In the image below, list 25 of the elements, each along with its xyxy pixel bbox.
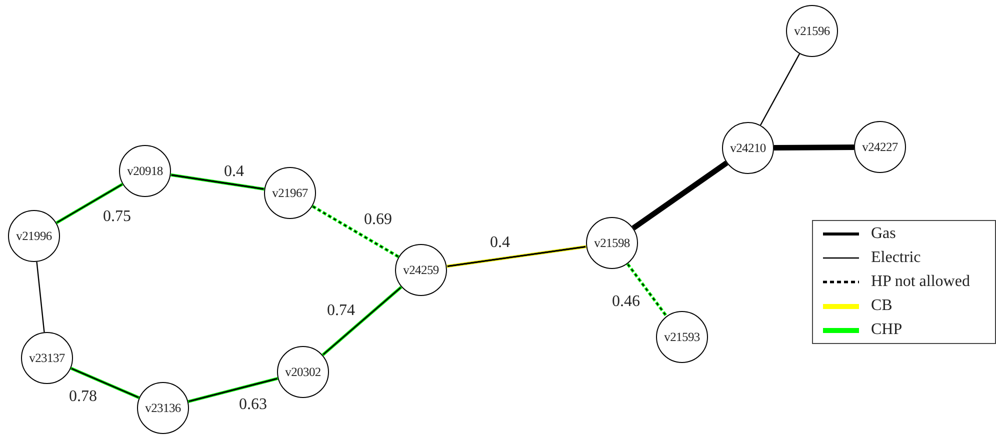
edge-label: 0.78 (69, 389, 97, 405)
edge-label: 0.69 (364, 212, 392, 228)
legend-label: HP not allowed (871, 274, 970, 290)
legend-label: Gas (871, 226, 896, 242)
connector-line (56, 182, 124, 224)
edge-label: 0.63 (239, 397, 267, 413)
edge-label: 0.4 (224, 164, 244, 180)
connector-line (632, 160, 728, 230)
legend-label: Electric (871, 250, 921, 266)
connector-line (188, 377, 278, 403)
connector-line (36, 262, 45, 332)
connector-line (170, 173, 265, 191)
legend-label: CB (871, 298, 892, 314)
edge-label: 0.46 (612, 294, 640, 310)
connector-line (322, 286, 402, 356)
edge-label: 0.4 (490, 235, 510, 251)
edge-label: 0.74 (327, 303, 355, 319)
connector-line (760, 54, 800, 126)
connector-line (446, 245, 586, 268)
connector-line (70, 366, 140, 400)
edge-label: 0.75 (103, 209, 131, 225)
connector-line (774, 144, 854, 151)
connector-line (626, 262, 668, 318)
legend-label: CHP (871, 322, 902, 338)
connector-line (312, 204, 400, 258)
